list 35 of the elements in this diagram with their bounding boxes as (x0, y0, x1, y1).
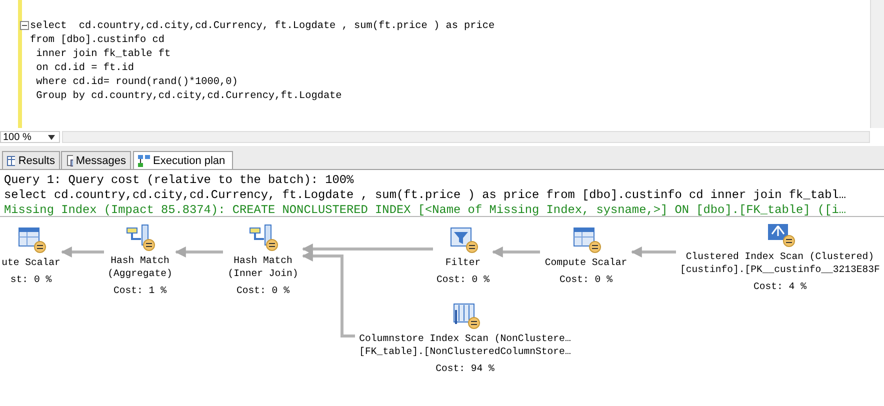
zoom-dropdown: 100 % (0, 131, 60, 143)
operator-name: Hash Match (Inner Join) (226, 254, 300, 280)
code-line: inner join fk_table ft (35, 48, 171, 62)
arrow (630, 246, 676, 258)
tab: Messages (61, 151, 131, 169)
cost-label: Cost: 0 % (558, 273, 614, 286)
operator-name: Columnstore Index Scan (NonClustere… (358, 332, 572, 345)
arrow (174, 246, 223, 258)
arrow (60, 246, 104, 258)
code-line: where cd.id= round(rand()*1000,0) (35, 76, 238, 90)
cost-label: Cost: 94 % (434, 362, 496, 375)
operator-name: ute Scalar (0, 256, 62, 269)
arrow (302, 250, 355, 338)
code-line: Group by cd.country,cd.city,cd.Currency,ft.Logdate (35, 90, 342, 104)
code-line: on cd.id = ft.id (35, 62, 134, 76)
query-cost-line: Query 1: Query cost (relative to the batch): 100% (4, 173, 354, 188)
code-line: select cd.country,cd.city,cd.Currency, ft.Logdate , sum(ft.price ) as price (30, 20, 495, 34)
operator-name: [custinfo].[PK__custinfo__3213E83F (679, 263, 881, 276)
missing-index-hint: Missing Index (Impact 85.8374): CREATE NONCLUSTERED INDEX [<Name of Missing Index, sysname,>] ON [dbo].[FK_table] ([i… (4, 203, 846, 218)
cost-label: Cost: 4 % (752, 280, 808, 293)
code-line: from [dbo].custinfo cd (30, 34, 164, 48)
cost-label: Cost: 0 % (436, 273, 490, 286)
cost-label: Cost: 0 % (236, 284, 290, 297)
tab: Execution plan (133, 151, 233, 169)
tab: Results (2, 151, 60, 169)
cost-label: Cost: 1 % (112, 284, 168, 297)
operator-name: Filter (444, 256, 482, 269)
arrow (492, 246, 540, 258)
cost-label: st: 0 % (9, 273, 53, 286)
query-text-line: select cd.country,cd.city,cd.Currency, ft.Logdate , sum(ft.price ) as price from [dbo].custinfo cd inner join fk_tabl… (4, 188, 846, 203)
arrow (302, 244, 433, 254)
operator-name: Clustered Index Scan (Clustered) (684, 250, 876, 263)
operator-name: Hash Match (Aggregate) (106, 254, 174, 280)
operator-name: Compute Scalar (544, 256, 628, 269)
operator-name: [FK_table].[NonClusteredColumnStore… (358, 345, 572, 358)
